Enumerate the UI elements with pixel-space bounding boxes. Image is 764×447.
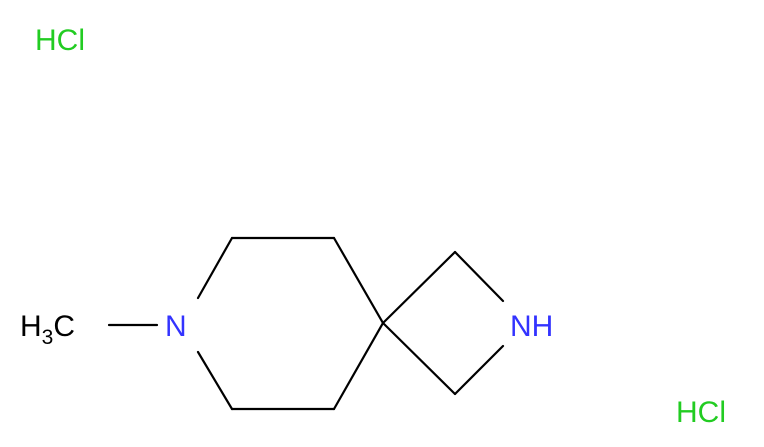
bond-c-n-lower [196,350,234,411]
bond-n-c-upper [196,236,234,300]
bond-ch2-spiro-bottom [381,321,457,396]
bond-spiro-ch2-top [381,250,457,325]
piperidine-nitrogen-label: N [165,310,187,343]
bond-ch2-nh-top [453,250,505,303]
azetidine-nh-label: NH [510,310,553,343]
methyl-h: H [20,310,42,343]
methyl-label: H3C [20,310,75,349]
methyl-c: C [53,310,75,343]
bond-lines [107,236,505,411]
bond-c-spiro-upper [332,236,385,325]
hcl-label-bottom: HCl [676,396,726,429]
hcl-label-top: HCl [35,24,85,57]
bond-spiro-c-lower [332,321,385,411]
bond-nh-ch2-bottom [453,344,505,396]
methyl-subscript: 3 [42,326,54,349]
